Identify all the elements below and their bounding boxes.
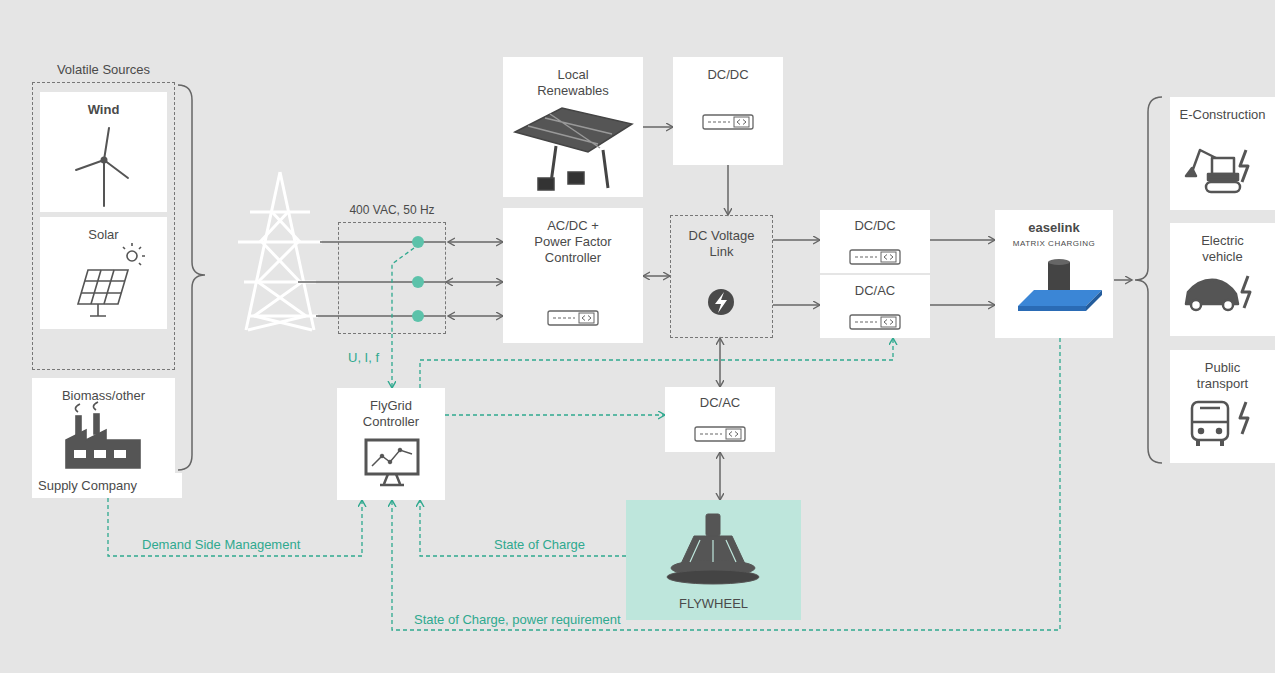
connector-label: U, I, f <box>346 350 381 366</box>
solar-canopy-icon <box>515 108 632 190</box>
process-box: Electric vehicle <box>1170 223 1275 336</box>
bus-icon <box>1192 402 1248 446</box>
process-box: DC/DC <box>673 57 783 165</box>
process-box: Public transport <box>1170 350 1275 463</box>
process-box: FLYWHEEL <box>626 500 801 620</box>
node-text: DC/AC <box>700 395 740 411</box>
charging-pad-icon <box>1018 259 1102 311</box>
grid-wires <box>298 242 503 316</box>
group-heading: Volatile Sources <box>57 62 150 78</box>
source-brace <box>178 85 205 470</box>
node-text: Supply Company <box>38 478 137 494</box>
factory-icon <box>66 402 140 468</box>
process-box: Wind <box>40 92 167 212</box>
converter-icon <box>548 311 598 325</box>
node-text: DC/AC <box>855 283 895 299</box>
power-connector <box>930 304 995 306</box>
dashed-outline <box>338 222 446 334</box>
group-region: 400 VAC, 50 Hz <box>338 202 446 334</box>
converter-icon <box>850 250 900 264</box>
signal-connector <box>445 414 665 415</box>
process-box: Local Renewables <box>503 57 643 197</box>
power-connector <box>719 338 721 387</box>
signal-connector <box>391 334 392 388</box>
process-box: DC/AC <box>665 387 775 452</box>
process-box: Supply Company <box>32 473 182 498</box>
converter-icon <box>695 427 745 441</box>
node-text: Solar <box>88 227 118 243</box>
signal-connector <box>420 500 626 556</box>
car-icon <box>1186 276 1250 310</box>
connector-label: Demand Side Management <box>140 537 302 553</box>
power-pylon <box>238 172 322 330</box>
wind-turbine-icon <box>76 128 128 206</box>
node-text: AC/DC + Power Factor Controller <box>529 218 617 266</box>
signal-connector <box>420 338 893 388</box>
connector-label: State of Charge <box>492 537 587 553</box>
node-text: DC/DC <box>707 67 748 83</box>
power-connector <box>727 165 729 215</box>
output-arrow <box>1114 279 1132 281</box>
node-text: easelink <box>1028 220 1079 236</box>
power-connector <box>773 304 820 306</box>
node-text: MATRIX CHARGING <box>1013 236 1095 252</box>
solar-panel-icon <box>78 243 145 316</box>
node-text: E-Construction <box>1180 107 1266 123</box>
power-connector <box>773 239 820 241</box>
excavator-icon <box>1186 150 1248 192</box>
power-connector <box>643 126 673 128</box>
monitor-icon <box>366 440 418 485</box>
group-heading: 400 VAC, 50 Hz <box>349 202 434 218</box>
dc-link-icon <box>708 289 734 315</box>
consumer-brace <box>1135 97 1162 463</box>
node-text: FLYWHEEL <box>679 596 748 612</box>
signal-connector <box>392 338 1060 630</box>
power-connector <box>719 452 721 500</box>
node-text: Biomass/other <box>62 388 145 404</box>
converter-icons <box>548 115 900 441</box>
node-text: Local Renewables <box>525 67 621 99</box>
dashed-box: DC Voltage Link <box>670 215 773 338</box>
process-box: AC/DC + Power Factor Controller <box>503 208 643 343</box>
connector-group <box>108 127 1060 630</box>
process-box: Solar <box>40 217 167 329</box>
converter-icon <box>703 115 753 129</box>
signal-connector <box>108 498 362 556</box>
process-box: Biomass/other <box>32 378 175 473</box>
node-text: DC/DC <box>854 218 895 234</box>
node-text: Wind <box>88 102 120 118</box>
node-text: Public transport <box>1184 360 1261 392</box>
node-text: Electric vehicle <box>1184 233 1261 265</box>
converter-icon <box>850 315 900 329</box>
flywheel-icon <box>667 514 759 584</box>
node-text: DC Voltage Link <box>677 228 766 260</box>
node-text: FlyGrid Controller <box>351 398 431 430</box>
process-box: easelinkMATRIX CHARGING <box>995 210 1113 338</box>
measurement-tap <box>392 248 414 334</box>
power-connector <box>446 281 503 283</box>
power-connector <box>930 239 995 241</box>
phase-dots <box>412 236 424 322</box>
process-box: FlyGrid Controller <box>337 388 445 500</box>
connector-label: State of Charge, power requirement <box>412 612 623 628</box>
process-box: DC/AC <box>820 275 930 338</box>
power-connector <box>643 275 670 277</box>
process-box: E-Construction <box>1170 97 1275 210</box>
process-box: DC/DC <box>820 210 930 273</box>
group-region: Volatile SourcesWindSolar <box>32 62 175 370</box>
